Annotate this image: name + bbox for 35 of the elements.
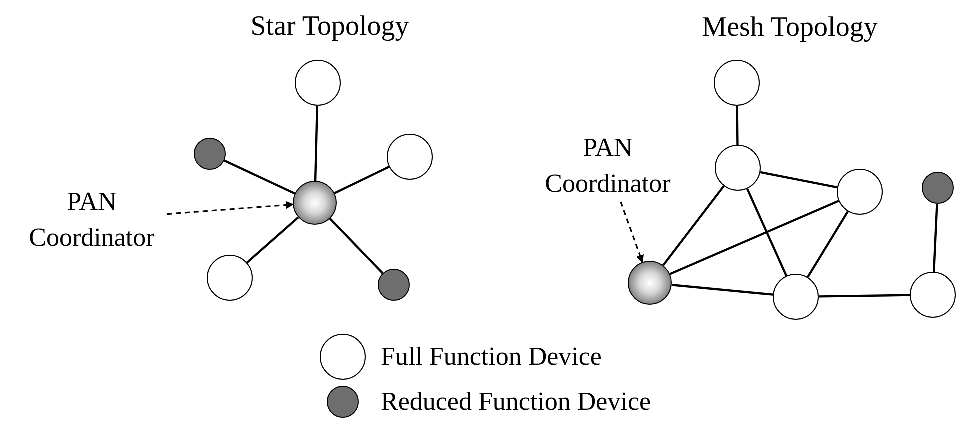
link-line	[932, 204, 938, 272]
legend-text: Full Function Device	[381, 341, 602, 373]
device-circle	[837, 169, 883, 215]
link-line	[329, 218, 384, 274]
device-dot	[194, 138, 226, 170]
node-label: PAN Coordinator	[533, 130, 683, 202]
node-label: PAN Coordinator	[17, 184, 167, 256]
device-circle	[715, 145, 761, 191]
link-line	[807, 211, 849, 278]
coordinator-sphere	[628, 261, 672, 305]
link-line	[818, 294, 910, 298]
dashed-arrow	[166, 201, 294, 216]
link-line	[670, 200, 840, 276]
topology-heading: Mesh Topology	[702, 11, 878, 45]
device-circle	[207, 255, 253, 301]
legend-text: Reduced Function Device	[381, 386, 652, 418]
link-line	[224, 160, 296, 195]
link-line	[314, 106, 319, 182]
device-circle	[714, 60, 760, 106]
topology-heading: Star Topology	[250, 10, 410, 44]
device-circle	[387, 134, 433, 180]
link-line	[246, 216, 300, 264]
link-line	[334, 166, 390, 194]
device-circle	[773, 274, 819, 320]
device-dot	[922, 172, 954, 204]
coordinator-sphere	[293, 181, 337, 225]
link-line	[672, 284, 774, 296]
device-circle	[295, 60, 341, 106]
link-line	[736, 106, 739, 146]
device-circle	[910, 272, 956, 318]
link-line	[662, 186, 725, 266]
link-line	[760, 171, 838, 189]
device-dot	[378, 269, 410, 301]
link-line	[746, 188, 788, 276]
dashed-arrow	[620, 202, 644, 264]
